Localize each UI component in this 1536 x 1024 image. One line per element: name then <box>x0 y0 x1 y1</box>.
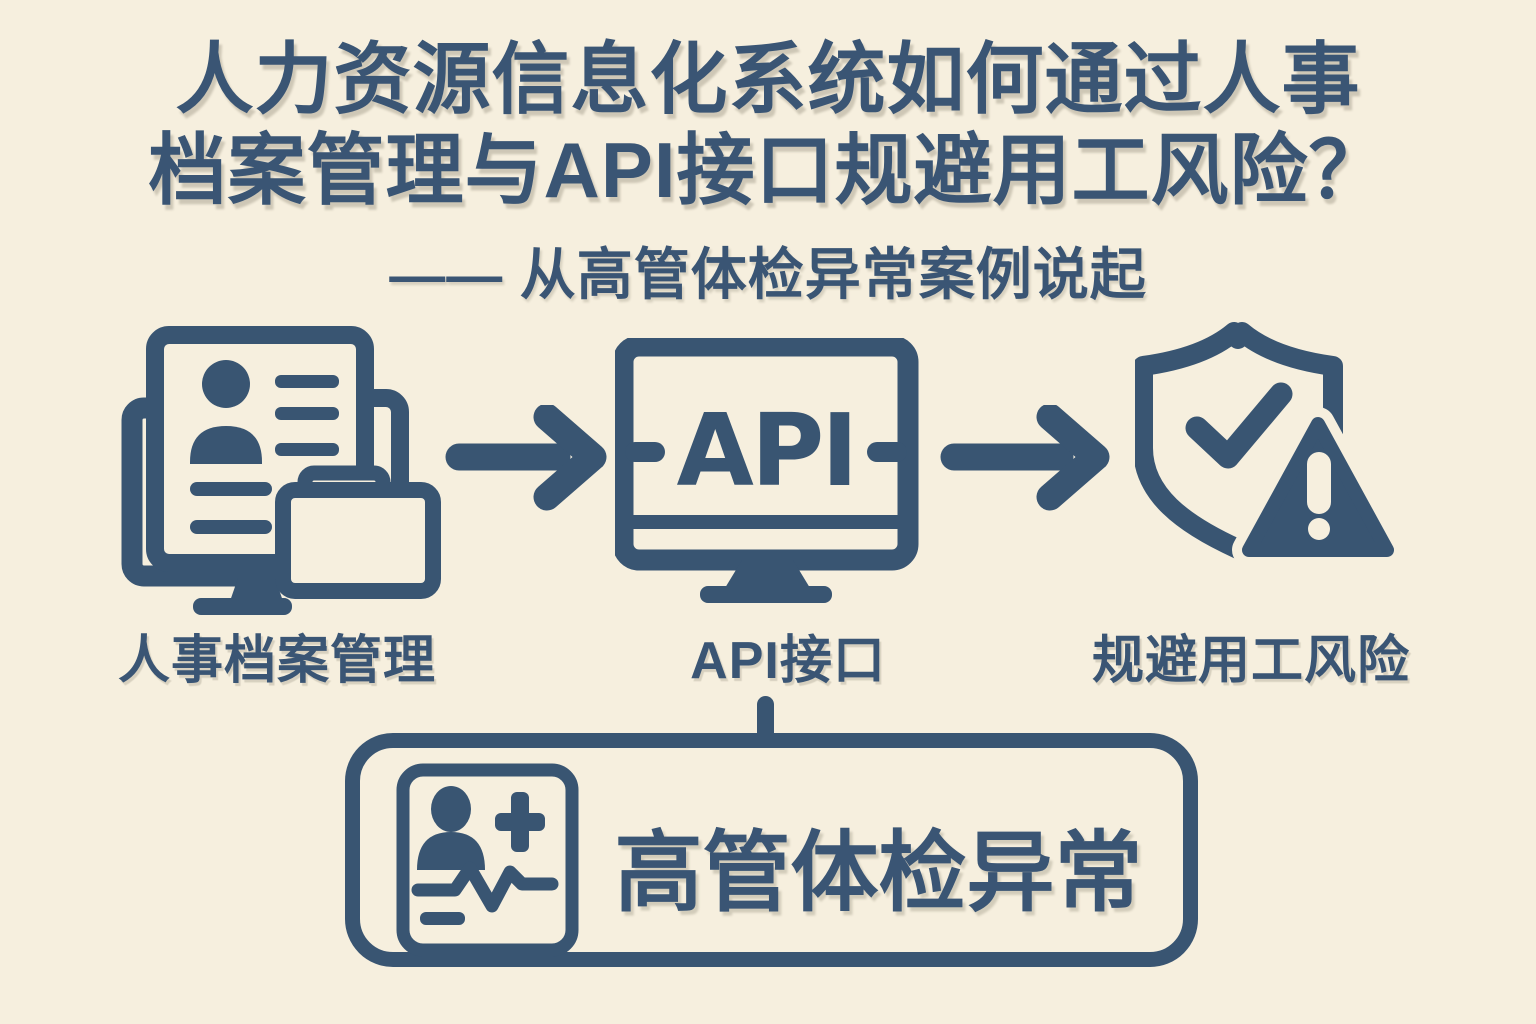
callout-connector-line <box>757 696 774 742</box>
person-icon <box>417 786 485 870</box>
callout-box <box>345 733 1198 967</box>
personnel-files-icon <box>121 326 441 615</box>
label-avoid-risk: 规避用工风险 <box>1091 632 1410 690</box>
monitor-stand <box>725 560 810 588</box>
page-title: 人力资源信息化系统如何通过人事 档案管理与API接口规避用工风险？ <box>0 34 1536 217</box>
medical-cross-icon <box>495 792 545 852</box>
ecg-line-icon <box>411 861 559 913</box>
title-line-2: 档案管理与API接口规避用工风险？ <box>148 126 1388 215</box>
health-record-icon <box>396 763 579 957</box>
flow-arrow-1 <box>445 405 607 511</box>
api-monitor-icon: API <box>615 338 919 603</box>
check-icon <box>1185 382 1293 469</box>
callout-label: 高管体检异常 <box>614 823 1143 922</box>
page-subtitle: —— 从高管体检异常案例说起 <box>389 243 1147 306</box>
monitor-base <box>700 586 832 603</box>
text-lines-icon <box>190 375 339 534</box>
text-line-icon <box>420 912 465 925</box>
flow-arrow-2 <box>940 405 1110 511</box>
person-avatar-icon <box>190 360 262 464</box>
api-screen-text: API <box>677 392 856 509</box>
title-line-1: 人力资源信息化系统如何通过人事 <box>175 35 1361 123</box>
label-api-interface: API接口 <box>690 632 886 690</box>
folder-icon <box>275 465 441 599</box>
exclamation-dot <box>1308 518 1330 540</box>
label-personnel-files: 人事档案管理 <box>117 632 436 690</box>
warning-triangle-icon <box>1232 407 1404 567</box>
shield-warning-icon <box>1135 322 1404 567</box>
